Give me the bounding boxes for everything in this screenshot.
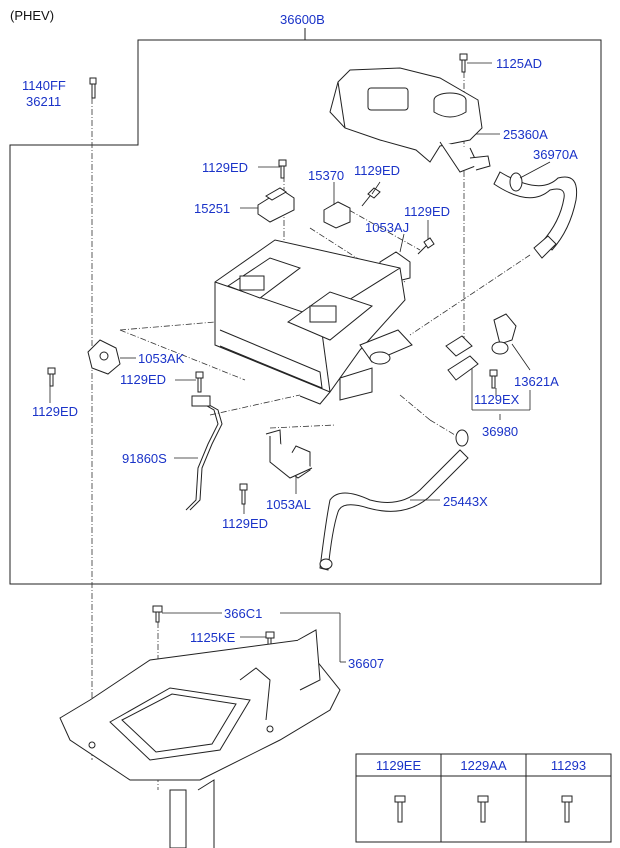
label-36970A[interactable]: 36970A bbox=[533, 147, 578, 162]
label-25443X[interactable]: 25443X bbox=[443, 494, 488, 509]
label-1129ED-c[interactable]: 1129ED bbox=[404, 204, 451, 219]
bracket-15370 bbox=[323, 201, 351, 229]
label-15251[interactable]: 15251 bbox=[194, 201, 231, 216]
table-header-1229AA[interactable]: 1229AA bbox=[460, 758, 507, 773]
label-1129ED-d[interactable]: 1129ED bbox=[32, 404, 79, 419]
label-1129ED-a[interactable]: 1129ED bbox=[202, 160, 249, 175]
label-1053AK[interactable]: 1053AK bbox=[138, 351, 185, 366]
assembly-boundary bbox=[9, 39, 602, 585]
fittings-36980 bbox=[445, 313, 517, 381]
table-header-1129EE[interactable]: 1129EE bbox=[375, 758, 422, 773]
label-1053AL[interactable]: 1053AL bbox=[266, 497, 311, 512]
bracket-1053AL bbox=[265, 429, 313, 479]
label-36211[interactable]: 36211 bbox=[26, 94, 62, 109]
hose-25443X bbox=[319, 429, 469, 571]
parts-table-grid bbox=[355, 753, 612, 843]
variant-title: (PHEV) bbox=[10, 8, 55, 23]
bracket-15251 bbox=[257, 187, 295, 223]
label-1125AD[interactable]: 1125AD bbox=[496, 56, 543, 71]
label-15370[interactable]: 15370 bbox=[308, 168, 345, 183]
label-13621A[interactable]: 13621A bbox=[514, 374, 559, 389]
label-36607[interactable]: 36607 bbox=[348, 656, 385, 671]
coolant-reservoir bbox=[329, 67, 491, 173]
label-91860S[interactable]: 91860S bbox=[122, 451, 167, 466]
label-1140FF[interactable]: 1140FF bbox=[22, 78, 66, 93]
parts-table-bolts bbox=[394, 795, 573, 823]
label-25360A[interactable]: 25360A bbox=[503, 127, 548, 142]
harness-91860S bbox=[185, 395, 223, 511]
label-1129EX[interactable]: 1129EX bbox=[474, 392, 520, 407]
label-1129ED-f[interactable]: 1129ED bbox=[222, 516, 269, 531]
label-1129ED-b[interactable]: 1129ED bbox=[354, 163, 401, 178]
bracket-1053AK bbox=[87, 339, 121, 375]
table-header-11293[interactable]: 11293 bbox=[550, 758, 587, 773]
tray-36607 bbox=[59, 629, 341, 848]
label-1129ED-e[interactable]: 1129ED bbox=[120, 372, 167, 387]
inverter-unit bbox=[214, 239, 413, 405]
leader-lines bbox=[49, 62, 551, 663]
label-36980[interactable]: 36980 bbox=[482, 424, 519, 439]
label-366C1[interactable]: 366C1 bbox=[224, 606, 263, 621]
bolts bbox=[47, 53, 498, 649]
hose-36970A bbox=[493, 171, 578, 259]
label-1053AJ[interactable]: 1053AJ bbox=[365, 220, 410, 235]
label-1125KE[interactable]: 1125KE bbox=[190, 630, 236, 645]
label-36600B[interactable]: 36600B bbox=[280, 12, 325, 27]
